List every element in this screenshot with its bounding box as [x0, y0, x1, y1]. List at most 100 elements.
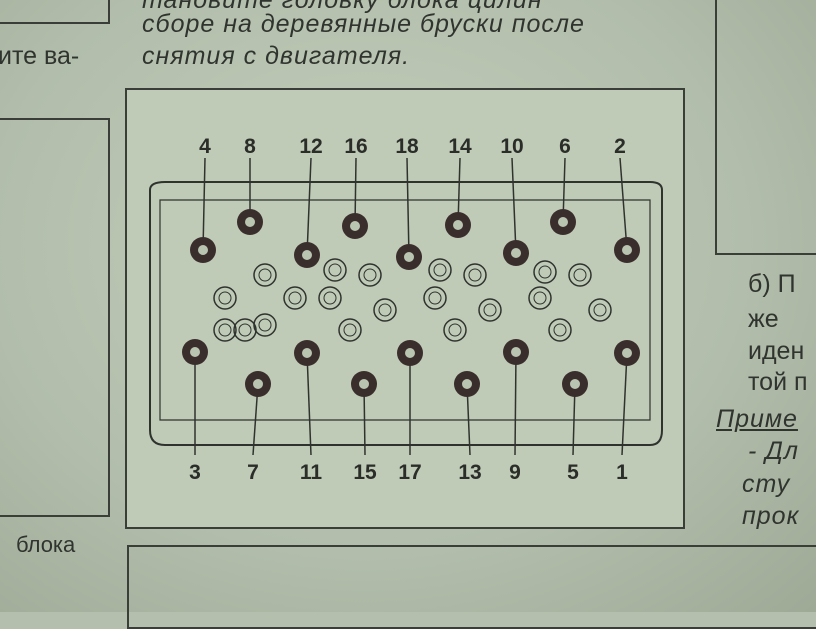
bolt-order-label: 2 [614, 135, 626, 158]
bolt-order-label: 14 [448, 135, 472, 158]
bolt-order-label: 17 [398, 461, 421, 484]
bolt-order-label: 4 [199, 135, 211, 158]
bolt-center [622, 245, 632, 255]
bolt-center [622, 348, 632, 358]
bolt-center [198, 245, 208, 255]
valve-inner [328, 263, 342, 277]
text-line-3: снятия с двигателя. [142, 42, 411, 70]
bolt-center [405, 348, 415, 358]
valve-inner [258, 318, 272, 332]
valve-ring [463, 263, 487, 287]
right-text-6: - Дл [748, 437, 799, 465]
leader-line [621, 352, 628, 456]
valve-ring [443, 318, 467, 342]
right-text-7: сту [742, 470, 791, 498]
diagram-frame [125, 88, 685, 529]
left-figure-frame [0, 118, 110, 517]
bolt-center [558, 217, 568, 227]
bolt-order-label: 10 [500, 135, 523, 158]
valve-ring [548, 318, 572, 342]
leader-line [511, 157, 517, 254]
bolt-center [511, 347, 521, 357]
valve-ring [323, 258, 347, 282]
valve-inner [323, 291, 337, 305]
bolt-center [302, 250, 312, 260]
valve-inner [238, 323, 252, 337]
valve-inner [483, 303, 497, 317]
valve-inner [553, 323, 567, 337]
bolt-center [245, 217, 255, 227]
bolt-order-label: 6 [559, 135, 571, 158]
valve-ring [423, 286, 447, 310]
valve-inner [363, 268, 377, 282]
valve-inner [433, 263, 447, 277]
cylinder-head-outline [149, 181, 663, 446]
bolt-order-label: 3 [189, 461, 201, 484]
valve-inner [288, 291, 302, 305]
bolt-order-label: 9 [509, 461, 521, 484]
valve-ring [213, 318, 237, 342]
valve-ring [253, 263, 277, 287]
bolt-center [462, 379, 472, 389]
valve-inner [218, 291, 232, 305]
right-note-heading: Приме [716, 405, 798, 433]
leader-line [306, 157, 312, 256]
valve-ring [213, 286, 237, 310]
valve-ring [428, 258, 452, 282]
leader-line [514, 351, 517, 456]
bolt-center [350, 221, 360, 231]
bolt-center [404, 252, 414, 262]
right-text-8: прок [742, 502, 800, 530]
bolt-center [570, 379, 580, 389]
valve-inner [538, 265, 552, 279]
bolt-order-label: 13 [458, 461, 481, 484]
valve-inner [448, 323, 462, 337]
valve-ring [233, 318, 257, 342]
valve-inner [378, 303, 392, 317]
bolt-order-label: 18 [395, 135, 419, 158]
bolt-order-label: 8 [244, 135, 256, 158]
leader-line [619, 157, 628, 251]
bolt-center [190, 347, 200, 357]
valve-inner [428, 291, 442, 305]
text-line-1: тановите головку блока цилин [142, 0, 543, 14]
valve-ring [588, 298, 612, 322]
valve-inner [533, 291, 547, 305]
right-text-b: б) П [748, 270, 796, 298]
valve-ring [318, 286, 342, 310]
valve-inner [258, 268, 272, 282]
valve-ring [338, 318, 362, 342]
valve-ring [283, 286, 307, 310]
bolt-order-label: 5 [567, 461, 579, 484]
inner-outline [159, 199, 651, 421]
left-text: ите ва- [0, 42, 80, 70]
bolt-order-label: 11 [300, 461, 323, 484]
bolt-center [359, 379, 369, 389]
valve-inner [468, 268, 482, 282]
valve-ring [478, 298, 502, 322]
bolt-order-label: 16 [344, 135, 367, 158]
valve-ring [528, 286, 552, 310]
text-line-2: сборе на деревянные бруски после [142, 10, 585, 38]
bolt-order-label: 12 [299, 135, 322, 158]
valve-inner [343, 323, 357, 337]
right-text-3: иден [748, 337, 805, 365]
bolt-center [253, 379, 263, 389]
bolt-center [511, 248, 521, 258]
right-figure-frame [715, 0, 816, 255]
right-text-4: той п [748, 368, 808, 396]
leader-line [306, 352, 312, 456]
valve-ring [358, 263, 382, 287]
bolt-order-label: 7 [247, 461, 259, 484]
left-bottom-text: блока [16, 532, 76, 557]
right-text-2: же [748, 305, 779, 333]
valve-ring [533, 260, 557, 284]
valve-inner [573, 268, 587, 282]
bolt-order-label: 1 [616, 461, 628, 484]
valve-ring [373, 298, 397, 322]
valve-ring [253, 313, 277, 337]
leader-line [406, 157, 410, 258]
top-left-frame [0, 0, 110, 24]
bolt-center [453, 220, 463, 230]
bolt-center [302, 348, 312, 358]
